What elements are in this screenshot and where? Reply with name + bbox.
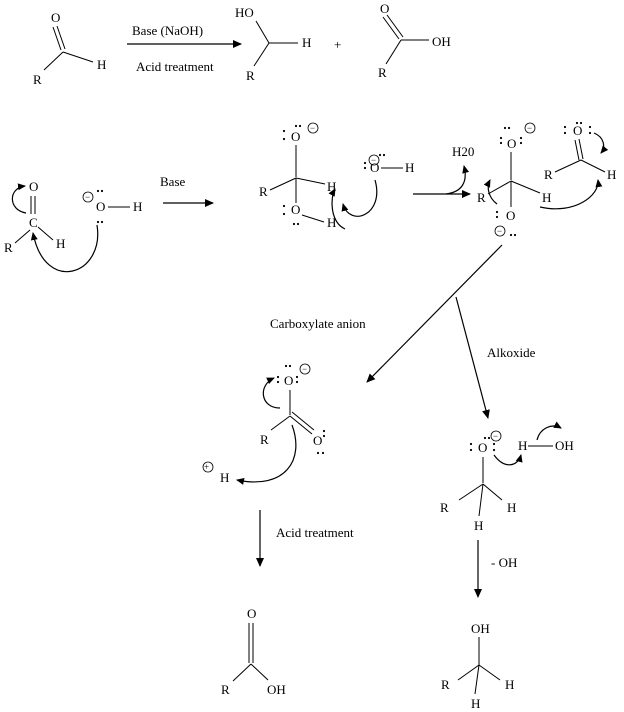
atom-h: H xyxy=(327,215,336,230)
curved-arrow-oh-attack xyxy=(30,224,99,273)
atom-r: R xyxy=(221,682,230,697)
atom-o: O xyxy=(291,129,300,144)
minus-charge: − xyxy=(302,364,307,374)
atom-r: R xyxy=(33,72,42,87)
atom-h: H xyxy=(56,236,65,251)
atom-r: R xyxy=(544,167,553,182)
plus-sign: + xyxy=(334,37,341,52)
water-molecule: H OH xyxy=(518,421,574,453)
curved-arrow-deprotonation xyxy=(341,179,378,217)
atom-o: O xyxy=(284,373,293,388)
atom-ho: HO xyxy=(235,5,254,20)
base-naoh-label: Base (NaOH) xyxy=(132,23,203,38)
alkoxide-intermediate: O − R H H xyxy=(440,430,523,533)
carboxylic-acid-product: O R OH xyxy=(221,606,286,697)
curved-arrow-to-proton xyxy=(236,424,297,485)
atom-r: R xyxy=(440,500,449,515)
atom-h: H xyxy=(474,518,483,533)
step1-arrow: Base xyxy=(160,174,214,207)
atom-h: H xyxy=(327,179,336,194)
atom-h: H xyxy=(97,57,106,72)
atom-h: H xyxy=(507,500,516,515)
minus-charge: − xyxy=(497,226,502,236)
atom-oh: OH xyxy=(471,621,490,636)
atom-o: O xyxy=(51,10,60,25)
curved-arrow-oh-bond xyxy=(536,421,562,441)
acid-treatment-arrow: Acid treatment xyxy=(256,510,354,567)
atom-r: R xyxy=(260,432,269,447)
atom-c: C xyxy=(29,215,38,230)
second-aldehyde: O R H xyxy=(544,121,616,182)
atom-r: R xyxy=(477,190,486,205)
atom-h: H xyxy=(133,199,142,214)
curved-arrow-co-to-o xyxy=(11,183,27,214)
aldehyde-step1: O C R H xyxy=(4,179,65,255)
atom-r: R xyxy=(441,677,450,692)
top-reaction-arrow: Base (NaOH) Acid treatment xyxy=(127,23,242,74)
aldehyde-reactant: O R H xyxy=(33,10,106,87)
alcohol-product-top: HO H R xyxy=(235,5,311,83)
acid-treatment-label: Acid treatment xyxy=(276,525,354,540)
proton: + H xyxy=(202,461,229,485)
atom-oh: OH xyxy=(267,682,286,697)
atom-o: O xyxy=(573,123,582,138)
atom-oh: OH xyxy=(432,34,451,49)
atom-o: O xyxy=(370,160,379,175)
atom-r: R xyxy=(4,240,13,255)
carboxylate-anion-label: Carboxylate anion xyxy=(270,316,366,331)
dianion-intermediate: O − R H O − xyxy=(477,122,603,237)
curved-arrow-carbonyl-shift xyxy=(593,132,609,154)
alkoxide-label: Alkoxide xyxy=(487,345,536,360)
tetrahedral-intermediate: O − R H O H xyxy=(259,122,346,230)
acid-treatment-label-top: Acid treatment xyxy=(136,59,214,74)
atom-oh: OH xyxy=(555,438,574,453)
atom-h: H xyxy=(302,35,311,50)
base-label: Base xyxy=(160,174,186,189)
atom-o: O xyxy=(478,440,487,455)
acid-product-top: O OH R xyxy=(378,1,451,80)
hydroxide-step1: − O H xyxy=(30,189,142,273)
atom-o: O xyxy=(96,199,105,214)
atom-o: O xyxy=(291,202,300,217)
alcohol-product: OH R H H xyxy=(441,621,514,711)
step2-arrow: H20 xyxy=(413,144,474,198)
minus-oh-arrow: - OH xyxy=(474,540,517,598)
atom-h: H xyxy=(505,677,514,692)
atom-o: O xyxy=(380,1,389,16)
minus-charge: − xyxy=(493,431,498,441)
atom-h: H xyxy=(518,438,527,453)
atom-o: O xyxy=(247,606,256,621)
minus-charge: − xyxy=(310,123,315,133)
curved-arrow-protonation xyxy=(493,454,523,466)
atom-o: O xyxy=(29,179,38,194)
atom-r: R xyxy=(259,184,268,199)
carboxylic-acid-intermediate: O − R O xyxy=(236,363,326,485)
curved-arrow-carboxylate xyxy=(262,377,281,409)
curved-arrow-reform-carbonyl xyxy=(483,179,498,205)
curved-arrow-hydride-transfer xyxy=(539,179,603,210)
atom-o: O xyxy=(507,136,516,151)
minus-charge: − xyxy=(527,123,532,133)
proton-h: H xyxy=(220,470,229,485)
atom-r: R xyxy=(378,65,387,80)
atom-o: O xyxy=(506,208,515,223)
atom-h: H xyxy=(405,160,414,175)
minus-oh-label: - OH xyxy=(491,555,517,570)
atom-h: H xyxy=(542,190,551,205)
atom-h: H xyxy=(607,167,616,182)
atom-r: R xyxy=(246,68,255,83)
branch-arrows: Carboxylate anion Alkoxide xyxy=(270,244,536,419)
curved-arrow-hydride xyxy=(328,188,346,230)
atom-o: O xyxy=(313,433,322,448)
atom-h: H xyxy=(471,696,480,711)
plus-charge: + xyxy=(204,462,209,472)
water-label: H20 xyxy=(452,144,474,159)
hydroxide-step2: − O H xyxy=(341,153,414,217)
minus-charge: − xyxy=(85,192,90,202)
minus-charge: − xyxy=(371,155,376,165)
